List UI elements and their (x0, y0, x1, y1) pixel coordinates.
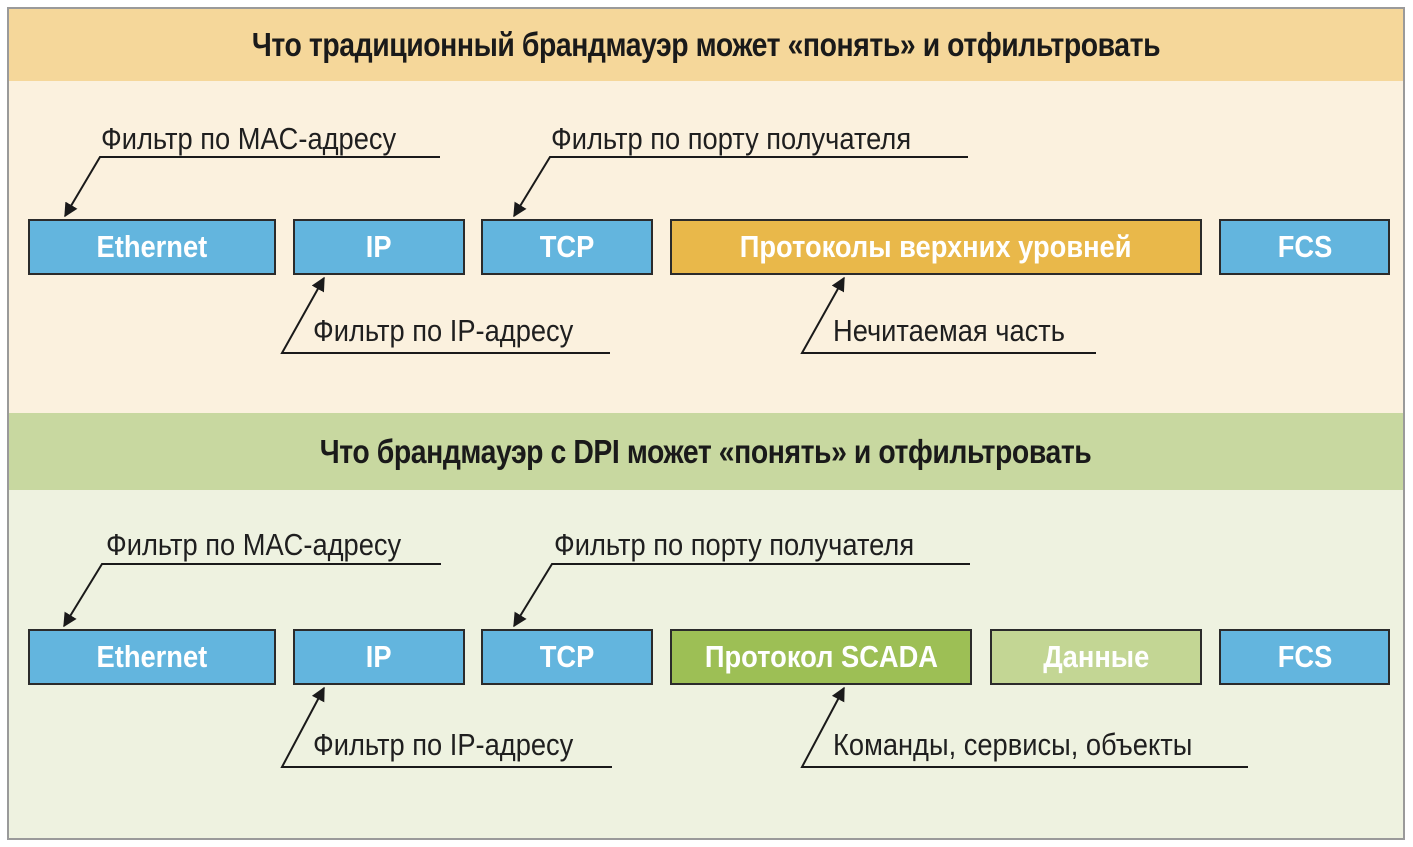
traditional-unreadable-label: Нечитаемая часть (833, 313, 1065, 348)
dpi-ethernet-label: Ethernet (96, 639, 208, 674)
traditional-fcs-label: FCS (1277, 229, 1332, 264)
dpi-firewall-title: Что брандмауэр с DPI может «понять» и от… (320, 432, 1092, 470)
dpi-mac-filter-label: Фильтр по MAC-адресу (106, 527, 402, 562)
traditional-tcp-box: TCP (481, 219, 653, 275)
traditional-port-filter-label: Фильтр по порту получателя (551, 121, 912, 156)
traditional-firewall-title: Что традиционный брандмауэр может «понят… (251, 26, 1161, 63)
traditional-mac-filter-label: Фильтр по MAC-адресу (101, 121, 397, 156)
dpi-ip-filter-label: Фильтр по IP-адресу (313, 727, 574, 762)
traditional-ethernet-label: Ethernet (96, 229, 208, 264)
dpi-fcs-box: FCS (1219, 629, 1390, 685)
dpi-fcs-label: FCS (1277, 639, 1332, 674)
traditional-ip-label: IP (366, 229, 392, 264)
traditional-ethernet-box: Ethernet (28, 219, 276, 275)
dpi-tcp-label: TCP (539, 639, 595, 674)
dpi-data-label: Данные (1042, 639, 1150, 674)
traditional-upper-protocols-box: Протоколы верхних уровней (670, 219, 1202, 275)
dpi-ip-label: IP (366, 639, 392, 674)
traditional-fcs-box: FCS (1219, 219, 1390, 275)
dpi-port-filter-label: Фильтр по порту получателя (554, 527, 915, 562)
traditional-firewall-header: Что традиционный брандмауэр может «понят… (9, 9, 1403, 81)
traditional-upper-protocols-label: Протоколы верхних уровней (740, 229, 1132, 264)
dpi-ethernet-box: Ethernet (28, 629, 276, 685)
dpi-scada-protocol-box: Протокол SCADA (670, 629, 972, 685)
traditional-tcp-label: TCP (539, 229, 595, 264)
dpi-scada-protocol-label: Протокол SCADA (704, 639, 938, 674)
traditional-ip-box: IP (293, 219, 465, 275)
dpi-commands-label: Команды, сервисы, объекты (833, 727, 1193, 762)
dpi-tcp-box: TCP (481, 629, 653, 685)
traditional-ip-filter-label: Фильтр по IP-адресу (313, 313, 574, 348)
dpi-data-box: Данные (990, 629, 1202, 685)
dpi-ip-box: IP (293, 629, 465, 685)
dpi-firewall-header: Что брандмауэр с DPI может «понять» и от… (9, 413, 1403, 490)
